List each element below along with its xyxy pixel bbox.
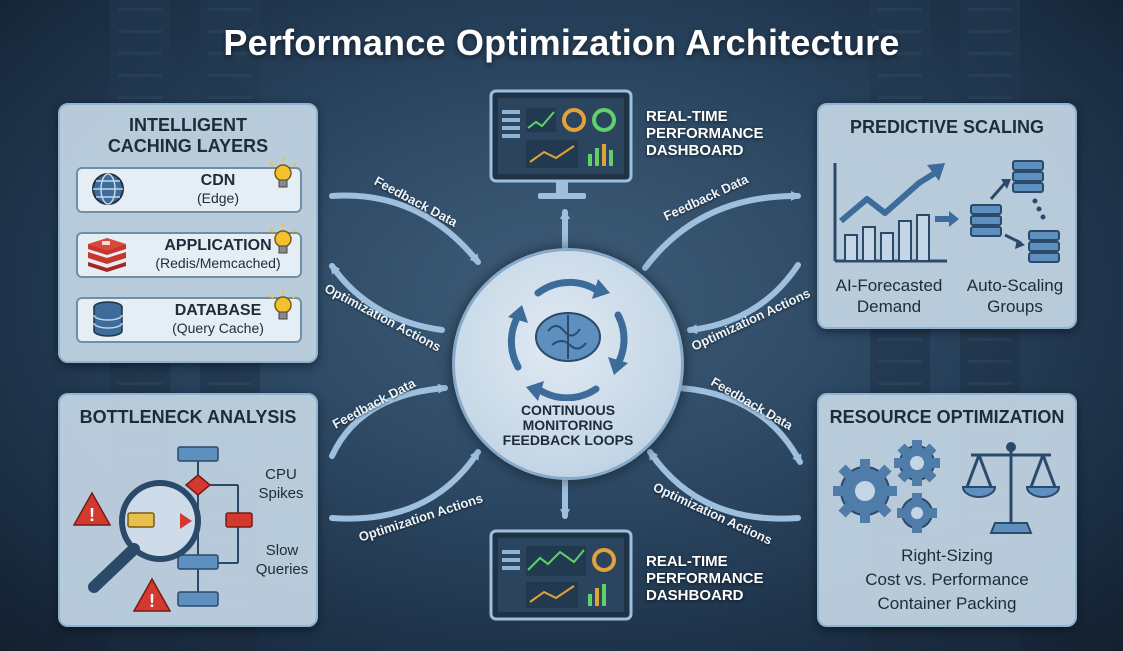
database-icon [93,301,123,337]
resource-title: RESOURCE OPTIMIZATION [829,407,1065,427]
cache-layer-sub: (Query Cache) [172,320,264,336]
arrow-opt-tr [687,262,801,335]
resource-item: Cost vs. Performance [865,570,1029,589]
arrow-feedback-tr [642,190,801,271]
cache-layer-name: APPLICATION [164,237,272,254]
trend-chart-icon [833,163,947,263]
magnifier-icon [119,480,201,562]
flow-node-red [225,512,253,528]
dashboard-label-bottom: REAL-TIME PERFORMANCE DASHBOARD [646,553,764,604]
arrow-feedback-bl [329,383,448,459]
gear-icon [833,440,940,533]
cache-layer-application: APPLICATION (Redis/Memcached) [76,232,302,278]
scaling-panel: PREDICTIVE SCALING AI-Forecasted Demand … [817,103,1077,329]
resource-item: Right-Sizing [901,546,993,565]
cache-layer-name: CDN [200,172,236,189]
arrow-opt-br [647,449,801,522]
flow-node [177,554,219,570]
flowchart-magnifier-graphic: ! ! [72,446,253,612]
monitoring-hub: CONTINUOUS MONITORING FEEDBACK LOOPS [452,248,684,480]
arrow-opt-tl [329,263,445,333]
scale-icon [961,442,1061,534]
cache-layer-sub: (Redis/Memcached) [155,255,281,271]
bottleneck-label-queries: Slow Queries [255,542,309,578]
bottleneck-title: BOTTLENECK ANALYSIS [79,407,297,427]
cache-layer-sub: (Edge) [196,190,240,206]
redis-icon [88,238,126,272]
bottleneck-panel: BOTTLENECK ANALYSIS ! ! CPU Spikes Slow … [58,393,318,627]
cache-layer-cdn: CDN (Edge) [76,167,302,213]
lightbulb-icon [269,157,297,188]
caching-panel: INTELLIGENT CACHING LAYERS CDN (Edge) AP… [58,103,318,363]
arrow-opt-bl [329,449,481,522]
dashboard-label-top: REAL-TIME PERFORMANCE DASHBOARD [646,108,764,159]
bottleneck-label-cpu: CPU Spikes [258,466,304,502]
brain-icon [507,278,628,401]
arrow-feedback-tl [329,192,481,265]
warning-icon [72,491,112,526]
scaling-label-groups: Auto-Scaling Groups [966,276,1064,316]
monitor-icon [489,529,633,621]
cache-layer-database: DATABASE (Query Cache) [76,297,302,343]
resource-item: Container Packing [877,594,1017,613]
scaling-label-demand: AI-Forecasted Demand [835,276,943,316]
arrow-right-icon [935,211,959,227]
caching-title: INTELLIGENT CACHING LAYERS [107,115,269,156]
svg-text:!: ! [149,591,155,611]
globe-icon [92,173,124,205]
warning-icon [132,577,172,612]
diagram-title: Performance Optimization Architecture [223,22,900,63]
cache-layer-name: DATABASE [174,302,262,319]
lightbulb-icon [269,223,297,254]
lightbulb-icon [269,289,297,320]
flow-node [177,591,219,607]
flow-decision-red [184,474,212,496]
scaling-title: PREDICTIVE SCALING [849,117,1045,137]
arrow-feedback-br [677,385,803,465]
monitor-icon [489,89,633,199]
svg-text:!: ! [89,505,95,525]
resource-panel: RESOURCE OPTIMIZATION Right-Sizing Cost … [817,393,1077,627]
flow-node [177,446,219,462]
server-icon [970,160,1060,263]
hub-label: CONTINUOUS MONITORING FEEDBACK LOOPS [502,402,634,448]
